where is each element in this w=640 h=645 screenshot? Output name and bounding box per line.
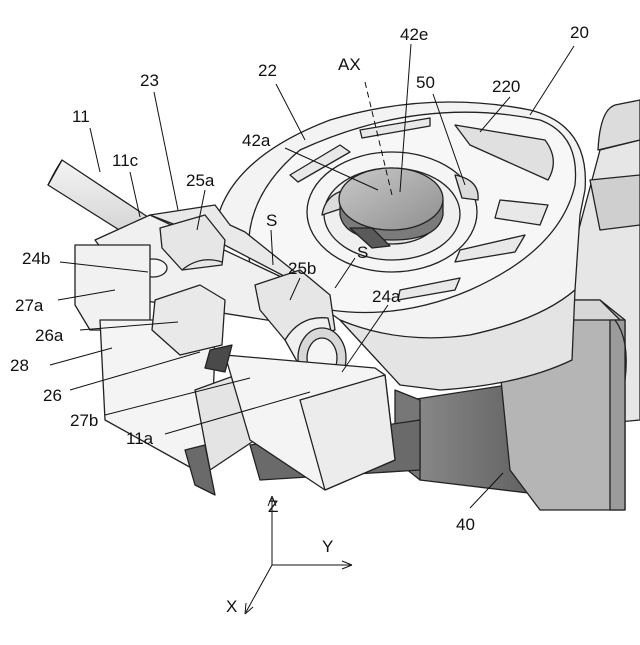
label-50: 50 [416, 73, 435, 92]
coordinate-axes: Z Y X [226, 496, 352, 616]
label-24b: 24b [22, 249, 50, 268]
label-25b: 25b [288, 259, 316, 278]
label-22: 22 [258, 61, 277, 80]
label-42e: 42e [400, 25, 428, 44]
label-20: 20 [570, 23, 589, 42]
label-s1: S [266, 211, 277, 230]
axis-label-z: Z [268, 497, 278, 516]
axis-label-y: Y [322, 537, 333, 556]
label-28: 28 [10, 356, 29, 375]
label-24a: 24a [372, 287, 401, 306]
label-11: 11 [72, 107, 90, 126]
label-s2: S [357, 243, 368, 262]
label-26: 26 [43, 386, 62, 405]
label-40: 40 [456, 515, 475, 534]
axis-label-x: X [226, 597, 237, 616]
label-11c: 11c [112, 151, 139, 170]
label-25a: 25a [186, 171, 215, 190]
label-27a: 27a [15, 296, 44, 315]
label-ax: AX [338, 55, 361, 74]
label-23: 23 [140, 71, 159, 90]
label-11a: 11a [126, 429, 154, 448]
label-27b: 27b [70, 411, 98, 430]
label-42a: 42a [242, 131, 271, 150]
label-26a: 26a [35, 326, 64, 345]
label-220: 220 [492, 77, 520, 96]
